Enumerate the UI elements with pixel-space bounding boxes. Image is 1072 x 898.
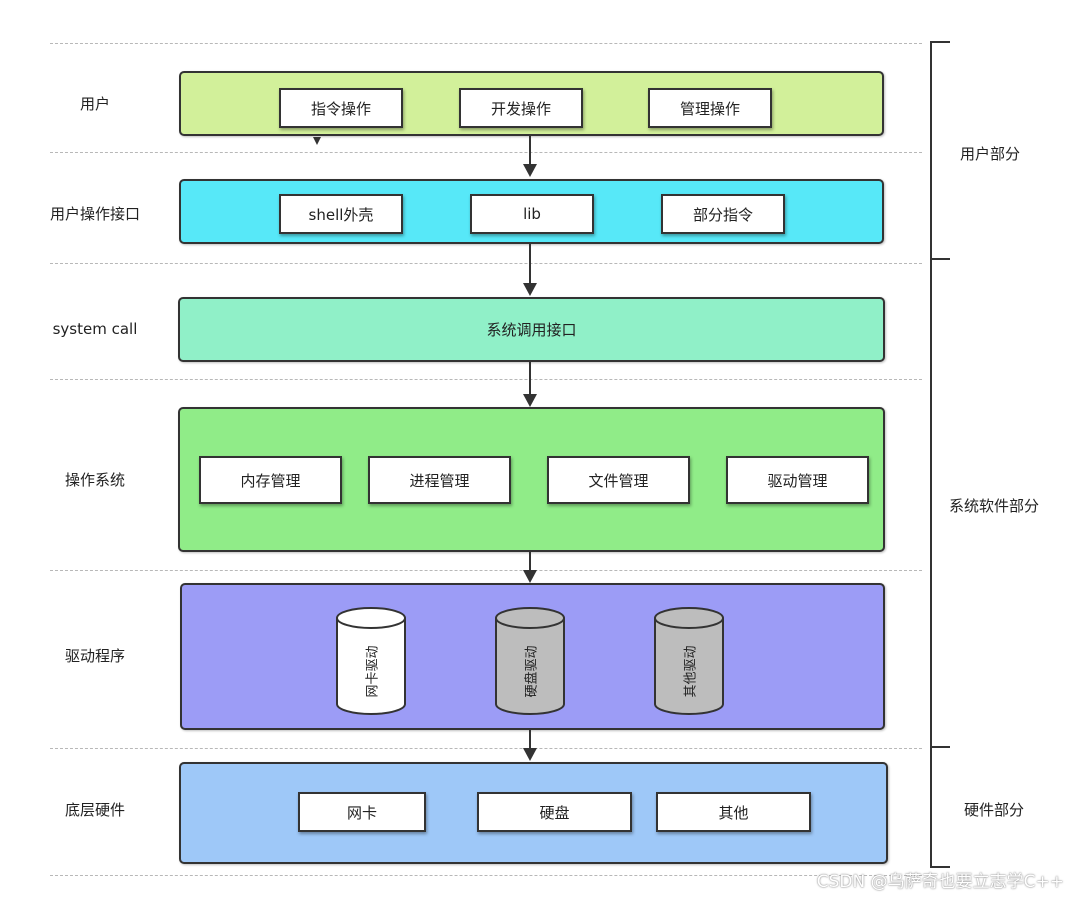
process-management-box: 进程管理 bbox=[368, 456, 511, 504]
section-tick bbox=[930, 866, 950, 868]
hardware-layer: 网卡 硬盘 其他 bbox=[179, 762, 888, 864]
disk-driver-text: 硬盘驱动 bbox=[524, 645, 540, 698]
development-operation-box: 开发操作 bbox=[459, 88, 583, 128]
user-section-label: 用户部分 bbox=[959, 145, 1020, 163]
management-operation-box: 管理操作 bbox=[648, 88, 772, 128]
memory-management-box: 内存管理 bbox=[199, 456, 342, 504]
cylinder-shape bbox=[654, 607, 724, 715]
system-call-interface-text: 系统调用接口 bbox=[486, 321, 577, 339]
row-label-drivers: 驱动程序 bbox=[64, 647, 125, 665]
nic-driver-text: 网卡驱动 bbox=[365, 645, 381, 698]
row-label-syscall: system call bbox=[52, 320, 138, 338]
small-arrow-icon bbox=[313, 137, 321, 145]
disk-driver-cylinder: 硬盘驱动 bbox=[494, 606, 566, 716]
separator-line bbox=[50, 43, 922, 44]
section-tick bbox=[930, 746, 950, 748]
cylinder-shape bbox=[495, 607, 565, 715]
other-driver-cylinder: 其他驱动 bbox=[653, 606, 725, 716]
system-call-layer: 系统调用接口 bbox=[178, 297, 885, 362]
hardware-section-label: 硬件部分 bbox=[963, 801, 1024, 819]
lib-box: lib bbox=[470, 194, 594, 234]
separator-line bbox=[50, 748, 922, 749]
cylinder-shape bbox=[336, 607, 406, 715]
row-label-interface: 用户操作接口 bbox=[49, 205, 140, 223]
separator-line bbox=[50, 875, 922, 876]
section-tick bbox=[930, 258, 950, 260]
csdn-watermark: CSDN @乌萨奇也要立志学C++ bbox=[816, 872, 1064, 892]
user-interface-layer: shell外壳 lib 部分指令 bbox=[179, 179, 884, 244]
row-label-user: 用户 bbox=[79, 95, 110, 113]
command-operation-box: 指令操作 bbox=[279, 88, 403, 128]
hard-disk-box: 硬盘 bbox=[477, 792, 632, 832]
row-label-hardware: 底层硬件 bbox=[64, 801, 125, 819]
user-layer: 指令操作 开发操作 管理操作 bbox=[179, 71, 884, 136]
nic-driver-cylinder: 网卡驱动 bbox=[335, 606, 407, 716]
separator-line bbox=[50, 379, 922, 380]
section-tick bbox=[930, 41, 950, 43]
other-hardware-box: 其他 bbox=[656, 792, 811, 832]
other-driver-text: 其他驱动 bbox=[683, 645, 699, 698]
operating-system-layer: 内存管理 进程管理 文件管理 驱动管理 bbox=[178, 407, 885, 552]
separator-line bbox=[50, 263, 922, 264]
system-software-section-label: 系统软件部分 bbox=[948, 497, 1039, 515]
shell-box: shell外壳 bbox=[279, 194, 403, 234]
separator-line bbox=[50, 152, 922, 153]
driver-management-box: 驱动管理 bbox=[726, 456, 869, 504]
nic-box: 网卡 bbox=[298, 792, 426, 832]
section-brace-line bbox=[930, 41, 932, 868]
row-label-os: 操作系统 bbox=[64, 471, 125, 489]
separator-line bbox=[50, 570, 922, 571]
partial-commands-box: 部分指令 bbox=[661, 194, 785, 234]
file-management-box: 文件管理 bbox=[547, 456, 690, 504]
